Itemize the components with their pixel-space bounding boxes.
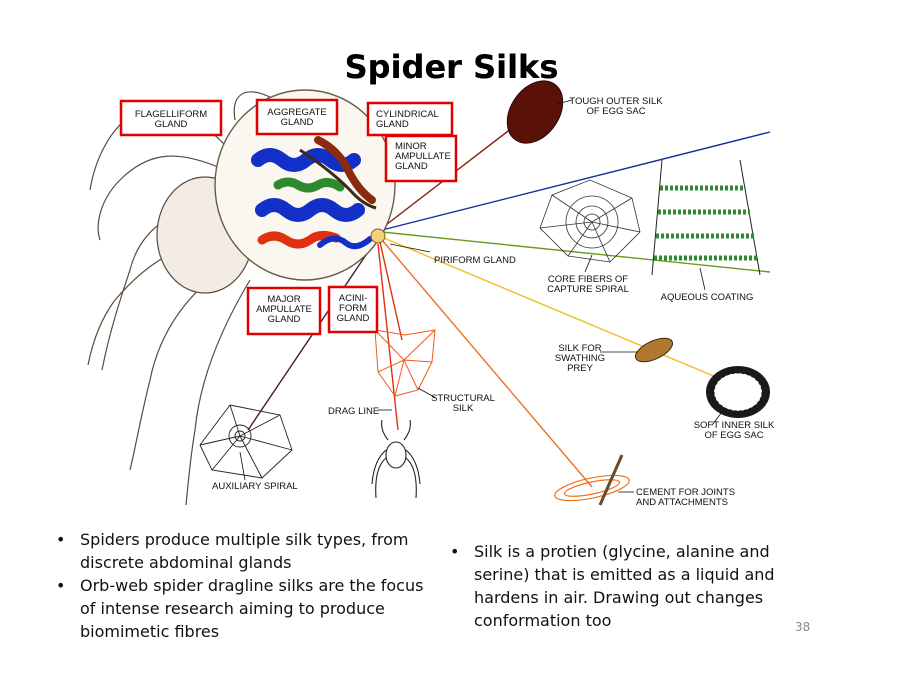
aggregate-gland [255,198,365,222]
orb-web-core [539,179,641,263]
spider-leg [185,279,251,506]
spider-leg [97,155,226,241]
major-ampullate-gland [257,230,341,249]
page-number: 38 [795,620,811,634]
box-aciniform [327,285,379,334]
cylindrical-gland [314,136,376,204]
leader-lines [239,99,723,493]
bullets-left: Spiders produce multiple silk types, fro… [52,528,442,643]
slide-title: Spider Silks [344,48,559,86]
bullet-item: Orb-web spider dragline silks are the fo… [52,574,442,643]
minor-ampullate-gland [299,148,377,210]
aciniform-gland [317,235,373,250]
box-major-ampullate [246,286,322,336]
bullets-right: Silk is a protien (glycine, alanine and … [446,540,791,632]
silk-lines [247,117,771,488]
box-aggregate [255,98,339,136]
line-yellow [383,237,736,386]
structural-silk-web [374,329,436,397]
line-green [381,231,771,273]
box-flagelliform [119,99,223,137]
bullet-item: Spiders produce multiple silk types, fro… [52,528,442,574]
line-blue [381,131,771,231]
flagelliform-gland [251,148,361,172]
glands [251,136,386,250]
aqueous-coating-ladder [651,159,761,276]
label-drag-line: DRAG LINE [328,406,379,417]
bullet-item: Silk is a protien (glycine, alanine and … [446,540,791,632]
spinneret [370,228,386,244]
label-piriform: PIRIFORM GLAND [434,255,516,266]
line-orange [381,239,593,488]
cement-joint [554,454,630,506]
slide-title-overlay: Spider Silks [344,48,559,86]
label-auxiliary: AUXILIARY SPIRAL [212,481,298,492]
line-structural [379,241,403,341]
spider-leg [233,91,276,121]
spider-leg [129,259,236,471]
green-gland [273,177,345,193]
label-aqueous: AQUEOUS COATING [661,292,754,303]
highlight-boxes [119,98,458,336]
box-minor-ampullate [384,134,458,183]
auxiliary-spiral-web [199,404,293,479]
swathed-prey [634,337,674,363]
tough-outer-egg-sac [506,80,564,144]
small-spider [371,419,421,499]
line-drag [377,243,399,431]
